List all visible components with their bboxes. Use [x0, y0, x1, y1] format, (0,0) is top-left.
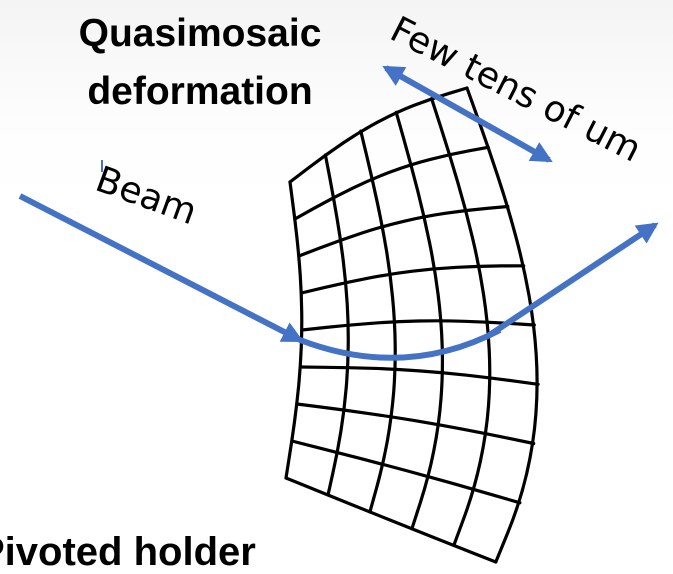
beam-bent-path	[298, 327, 502, 361]
grid-row-line	[295, 402, 536, 446]
scale-double-arrow	[382, 65, 553, 163]
grid-row-line	[284, 476, 498, 564]
grid-row-line	[290, 439, 522, 505]
grid-row-line	[300, 319, 536, 332]
grid-column-line	[359, 129, 397, 514]
beam-path	[18, 193, 659, 361]
grid-left-edge	[284, 180, 304, 480]
grid-row-line	[297, 204, 510, 258]
grid-row-line	[299, 264, 526, 295]
grid-column-line	[323, 153, 350, 497]
title-line-2: deformation	[87, 70, 313, 113]
title-line-1: Quasimosaic	[78, 12, 322, 55]
pivoted-holder-label: Pivoted holder	[0, 530, 256, 574]
beam-incoming-arrow	[18, 193, 304, 343]
grid-row-line	[298, 365, 540, 386]
beam-outgoing-arrow	[486, 222, 659, 339]
